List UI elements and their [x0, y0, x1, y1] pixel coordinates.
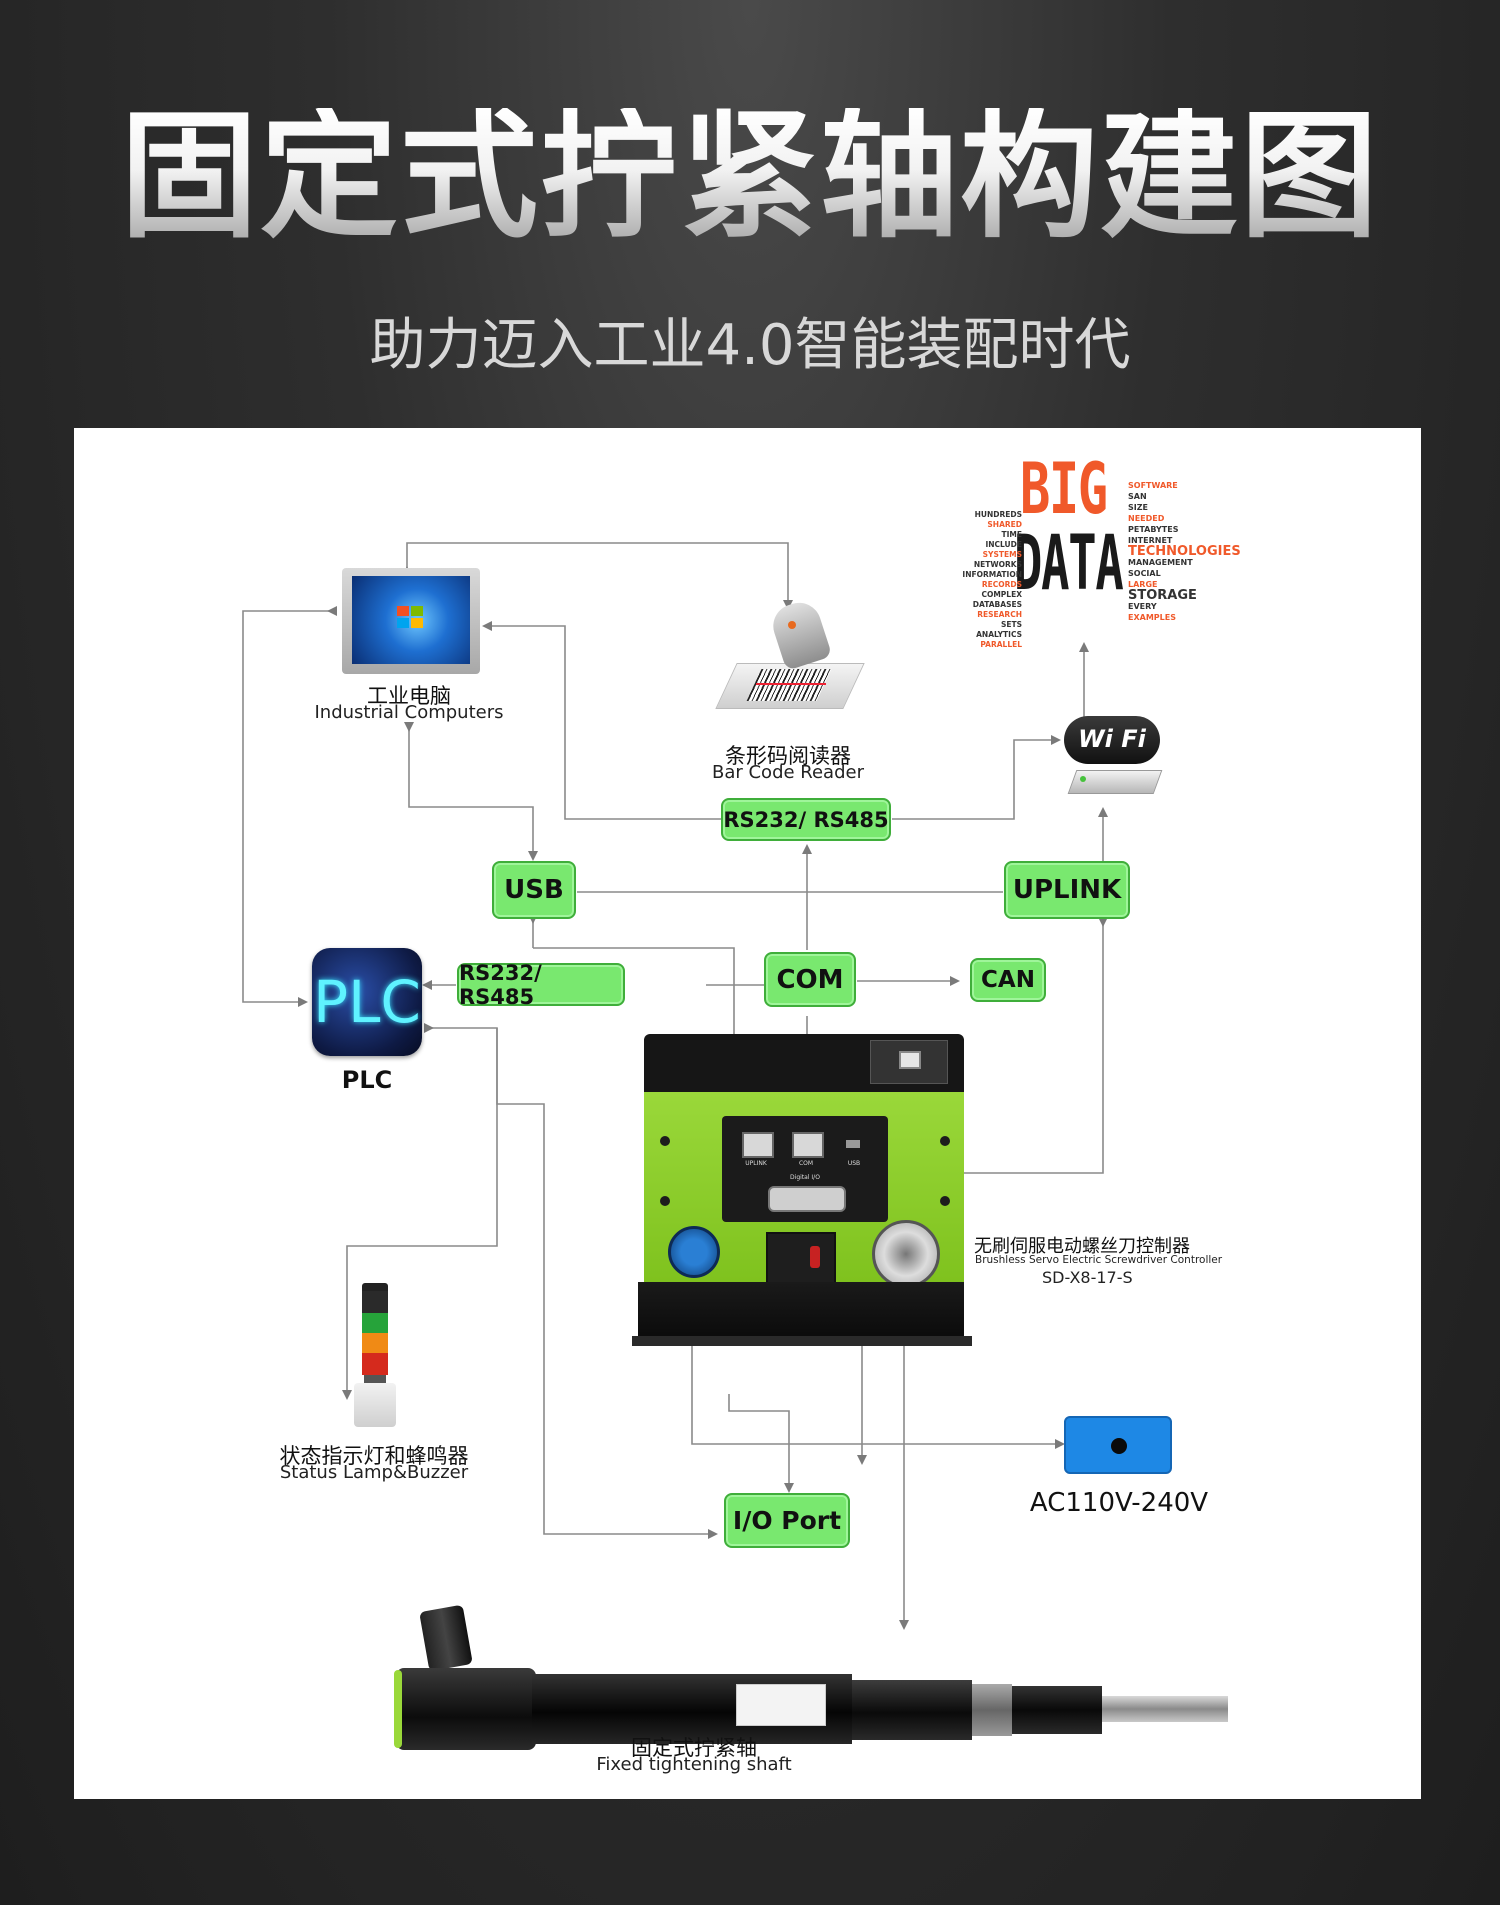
industrial-computer-label-cn: 工业电脑 — [367, 684, 451, 708]
controller-port-panel: UPLINK COM USB Digital I/O — [722, 1116, 888, 1222]
barcode-reader-label-en: Bar Code Reader — [711, 762, 864, 783]
word-cloud-word: NEEDED — [1128, 514, 1165, 523]
power-supply-icon[interactable] — [1064, 1416, 1172, 1474]
word-cloud-word: COMPLEX — [981, 590, 1022, 599]
word-cloud-word: TIME — [1001, 530, 1023, 539]
line-rs232-wifi — [892, 735, 1061, 820]
word-cloud-word: INTERNET — [1128, 536, 1173, 545]
motor-connector-icon — [872, 1220, 940, 1288]
wifi-label: Wi Fi — [1078, 725, 1146, 753]
word-cloud-word: EXAMPLES — [1128, 613, 1176, 622]
plc-icon[interactable]: PLC — [312, 948, 422, 1056]
line-computer-plc — [242, 606, 337, 1007]
port-label-uplink: UPLINK — [745, 1160, 767, 1167]
shaft-label-en: Fixed tightening shaft — [596, 1754, 792, 1775]
interface-can[interactable]: CAN — [970, 958, 1046, 1002]
word-cloud-word: DATABASES — [972, 600, 1022, 609]
interface-usb[interactable]: USB — [492, 861, 576, 919]
interface-rs232-rs485-left[interactable]: RS232/ RS485 — [457, 961, 625, 1009]
word-cloud-word: INCLUDE — [985, 540, 1022, 549]
status-lamp-label-en: Status Lamp&Buzzer — [279, 1462, 469, 1483]
power-connector-icon — [668, 1226, 720, 1278]
word-cloud-word: TECHNOLOGIES — [1128, 544, 1241, 559]
barcode-reader-icon[interactable] — [715, 597, 865, 723]
shaft-label-cn: 固定式拧紧轴 — [631, 1736, 757, 1760]
word-cloud-word: RESEARCH — [977, 610, 1022, 619]
controller-label-en: Brushless Servo Electric Screwdriver Con… — [975, 1254, 1223, 1266]
windows-logo-icon — [397, 606, 425, 628]
line-computer-usb — [404, 722, 538, 861]
word-cloud-word: STORAGE — [1128, 588, 1197, 603]
industrial-computer-monitor[interactable] — [342, 568, 480, 674]
word-cloud-word: PETABYTES — [1128, 525, 1179, 534]
industrial-computer-label-en: Industrial Computers — [314, 702, 504, 723]
com-port — [792, 1132, 824, 1158]
word-cloud-word: SETS — [1000, 620, 1022, 629]
port-label-usb: USB — [847, 1160, 861, 1167]
plc-label: PLC — [341, 1066, 393, 1094]
wifi-router[interactable]: Wi Fi — [1064, 716, 1164, 808]
digital-io-port — [768, 1186, 846, 1212]
word-cloud-word: HUNDREDS — [974, 510, 1022, 519]
status-lamp-label-cn: 状态指示灯和蜂鸣器 — [279, 1444, 469, 1468]
uplink-port — [742, 1132, 774, 1158]
port-label-digital: Digital I/O — [790, 1174, 820, 1181]
word-cloud-word: SOFTWARE — [1128, 481, 1178, 490]
line-plc-io — [424, 1023, 718, 1539]
power-label: AC110V-240V — [1029, 1488, 1209, 1518]
line-rs232-computer — [482, 621, 721, 820]
word-cloud-word: EVERY — [1128, 602, 1157, 611]
controller-model: SD-X8-17-S — [1042, 1268, 1133, 1287]
fixed-tightening-shaft[interactable] — [394, 1604, 1256, 1768]
big-data-big: BIG — [1020, 448, 1108, 530]
power-switch-icon — [766, 1232, 836, 1284]
plc-icon-text: PLC — [313, 968, 421, 1036]
page-subtitle: 助力迈入工业4.0智能装配时代 — [369, 313, 1131, 378]
line-controller-io — [728, 1394, 794, 1493]
word-cloud-word: SHARED — [987, 520, 1022, 529]
barcode-reader-label-cn: 条形码阅读器 — [725, 744, 851, 768]
word-cloud-word: ANALYTICS — [976, 630, 1022, 639]
diagram-panel: 工业电脑 Industrial Computers 条形码阅读器 Bar Cod… — [74, 428, 1421, 1799]
interface-io-port[interactable]: I/O Port — [724, 1493, 850, 1548]
interface-com[interactable]: COM — [764, 952, 856, 1007]
servo-controller[interactable]: UPLINK COM USB Digital I/O — [632, 1034, 972, 1349]
word-cloud-word: SIZE — [1128, 503, 1149, 512]
word-cloud-word: PARALLEL — [980, 640, 1022, 649]
line-computer-barcode — [402, 542, 793, 610]
controller-label-cn: 无刷伺服电动螺丝刀控制器 — [974, 1236, 1190, 1257]
word-cloud-word: MANAGEMENT — [1128, 558, 1193, 567]
word-cloud-word: NETWORKS — [973, 560, 1022, 569]
interface-uplink[interactable]: UPLINK — [1004, 861, 1130, 919]
word-cloud-word: RECORDS — [981, 580, 1022, 589]
word-cloud-word: SOCIAL — [1128, 569, 1161, 578]
big-data-data: DATA — [1014, 518, 1124, 607]
usb-port — [846, 1140, 860, 1148]
status-lamp-icon[interactable] — [352, 1283, 398, 1429]
word-cloud-word: SYSTEMS — [982, 550, 1022, 559]
ethernet-port-icon — [870, 1040, 948, 1084]
page-title: 固定式拧紧轴构建图 — [0, 108, 1500, 246]
port-label-com: COM — [798, 1160, 814, 1167]
word-cloud-word: SAN — [1128, 492, 1147, 501]
word-cloud-word: INFORMATION — [962, 570, 1022, 579]
interface-rs232-rs485-top[interactable]: RS232/ RS485 — [721, 798, 891, 841]
word-cloud-word: LARGE — [1128, 580, 1158, 589]
